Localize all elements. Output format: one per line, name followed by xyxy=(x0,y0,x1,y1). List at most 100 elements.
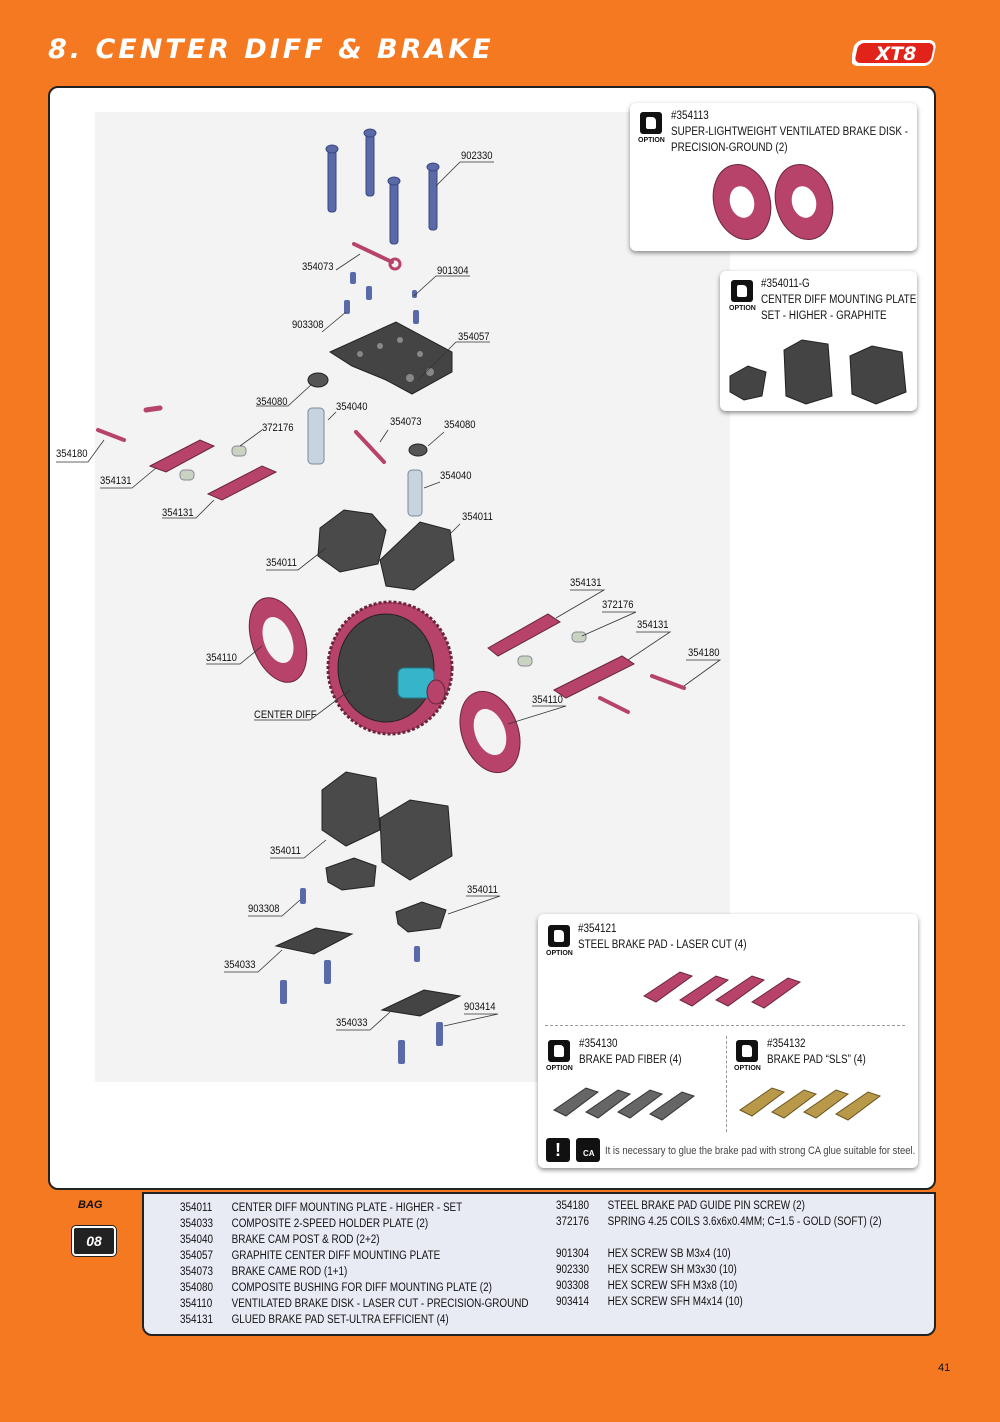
option-badge: OPTION xyxy=(638,137,665,144)
option-steel-pad-line1: STEEL BRAKE PAD - LASER CUT (4) xyxy=(578,939,747,951)
callout-903308-top: 903308 xyxy=(292,319,324,331)
parts-legend xyxy=(142,1192,936,1336)
callout-354011-upper-right: 354011 xyxy=(462,511,493,523)
option-steel-pad-code: #354121 xyxy=(578,923,617,935)
option-fiber-pad-line1: BRAKE PAD FIBER (4) xyxy=(579,1054,682,1066)
legend-part-description: HEX SCREW SFH M4x14 (10) xyxy=(607,1296,743,1308)
legend-part-code: 902330 xyxy=(556,1264,590,1276)
option-mount-plate-line1: CENTER DIFF MOUNTING PLATE xyxy=(761,294,917,306)
callout-354131-right-a: 354131 xyxy=(570,577,602,589)
warning-icon: ! xyxy=(546,1138,570,1162)
option-badge: OPTION xyxy=(729,305,756,312)
callout-354131-left-a: 354131 xyxy=(100,475,132,487)
callout-354040-top: 354040 xyxy=(336,401,368,413)
legend-part-code: 903308 xyxy=(556,1280,590,1292)
legend-part-description: HEX SCREW SB M3x4 (10) xyxy=(607,1248,731,1260)
option-badge: OPTION xyxy=(546,950,573,957)
legend-part-description: HEX SCREW SH M3x30 (10) xyxy=(607,1264,737,1276)
thumbs-up-icon xyxy=(640,112,662,134)
legend-part-description: VENTILATED BRAKE DISK - LASER CUT - PREC… xyxy=(231,1298,529,1310)
legend-part-description: COMPOSITE BUSHING FOR DIFF MOUNTING PLAT… xyxy=(231,1282,492,1294)
legend-part-code: 903414 xyxy=(556,1296,590,1308)
option-badge: OPTION xyxy=(546,1065,573,1072)
callout-372176-left: 372176 xyxy=(262,422,294,434)
legend-part-code: 354033 xyxy=(180,1218,214,1230)
callout-354110-right: 354110 xyxy=(532,694,563,706)
callout-372176-right: 372176 xyxy=(602,599,634,611)
pads-divider xyxy=(545,1025,905,1026)
mount-plate-illustration xyxy=(729,339,907,405)
callout-354180-left: 354180 xyxy=(56,448,88,460)
option-badge: OPTION xyxy=(734,1065,761,1072)
sls-pad-illustration xyxy=(739,1087,882,1121)
callout-903414: 903414 xyxy=(464,1001,496,1013)
callout-354033-right: 354033 xyxy=(336,1017,368,1029)
legend-part-code: 354131 xyxy=(180,1314,214,1326)
legend-part-code: 354057 xyxy=(180,1250,214,1262)
pads-vertical-divider xyxy=(726,1036,727,1132)
callout-354040-lower: 354040 xyxy=(440,470,472,482)
thumbs-up-icon xyxy=(736,1040,758,1062)
legend-part-code: 372176 xyxy=(556,1216,590,1228)
brake-disk-illustration xyxy=(712,164,834,240)
legend-part-description: COMPOSITE 2-SPEED HOLDER PLATE (2) xyxy=(231,1218,429,1230)
legend-part-description: SPRING 4.25 COILS 3.6x6x0.4MM; C=1.5 - G… xyxy=(607,1216,882,1228)
thumbs-up-icon xyxy=(731,280,753,302)
legend-part-description: STEEL BRAKE PAD GUIDE PIN SCREW (2) xyxy=(607,1200,805,1212)
callout-354011-upper-left: 354011 xyxy=(266,557,297,569)
legend-part-description: HEX SCREW SFH M3x8 (10) xyxy=(607,1280,738,1292)
legend-part-description: GLUED BRAKE PAD SET-ULTRA EFFICIENT (4) xyxy=(231,1314,449,1326)
steel-pad-illustration xyxy=(643,971,802,1009)
callout-903308-lower: 903308 xyxy=(248,903,280,915)
legend-part-description: BRAKE CAM POST & ROD (2+2) xyxy=(231,1234,380,1246)
ca-glue-icon: CA xyxy=(576,1138,600,1162)
thumbs-up-icon xyxy=(548,925,570,947)
page-title: 8. CENTER DIFF & BRAKE xyxy=(48,34,494,65)
callout-354080-right: 354080 xyxy=(444,419,476,431)
option-mount-plate-code: #354011-G xyxy=(761,278,810,290)
legend-part-code: 354080 xyxy=(180,1282,214,1294)
callout-center-diff: CENTER DIFF xyxy=(254,709,317,721)
legend-part-description: BRAKE CAME ROD (1+1) xyxy=(231,1266,348,1278)
legend-part-code: 901304 xyxy=(556,1248,590,1260)
option-sls-pad-code: #354132 xyxy=(767,1038,806,1050)
thumbs-up-icon xyxy=(548,1040,570,1062)
legend-part-code: 354073 xyxy=(180,1266,214,1278)
callout-354033-left: 354033 xyxy=(224,959,256,971)
callout-354080-left: 354080 xyxy=(256,396,288,408)
option-brake-disk-code: #354113 xyxy=(671,110,709,122)
callout-354011-lower-left: 354011 xyxy=(270,845,301,857)
callout-354057: 354057 xyxy=(458,331,490,343)
option-sls-pad-line1: BRAKE PAD “SLS” (4) xyxy=(767,1054,866,1066)
logo-text: XT8 xyxy=(875,43,917,65)
callout-354073-top: 354073 xyxy=(302,261,334,273)
legend-part-code: 354180 xyxy=(556,1200,590,1212)
page-number: 41 xyxy=(938,1362,951,1374)
legend-part-code: 354110 xyxy=(180,1298,213,1310)
legend-part-code: 354011 xyxy=(180,1202,213,1214)
legend-part-description: GRAPHITE CENTER DIFF MOUNTING PLATE xyxy=(231,1250,441,1262)
bag-panel xyxy=(48,1192,142,1336)
option-brake-disk-box xyxy=(630,103,917,251)
legend-part-code: 354040 xyxy=(180,1234,214,1246)
glue-warning-text: It is necessary to glue the brake pad wi… xyxy=(605,1145,916,1157)
callout-354131-left-b: 354131 xyxy=(162,507,194,519)
bag-number: 08 xyxy=(72,1226,116,1256)
callout-354180-right: 354180 xyxy=(688,647,720,659)
option-pads-box xyxy=(538,914,918,1168)
callout-354131-right-b: 354131 xyxy=(637,619,669,631)
callout-354073-mid: 354073 xyxy=(390,416,422,428)
callout-354011-lower-right: 354011 xyxy=(467,884,498,896)
option-fiber-pad-code: #354130 xyxy=(579,1038,618,1050)
legend-part-description: CENTER DIFF MOUNTING PLATE - HIGHER - SE… xyxy=(231,1202,463,1214)
xt8-logo: XT8 xyxy=(852,40,936,66)
callout-901304: 901304 xyxy=(437,265,469,277)
bag-label: BAG xyxy=(78,1199,103,1211)
ca-glue-label: CA xyxy=(583,1149,595,1158)
callout-354110-left: 354110 xyxy=(206,652,237,664)
fiber-pad-illustration xyxy=(553,1087,696,1121)
option-mount-plate-line2: SET - HIGHER - GRAPHITE xyxy=(761,310,887,322)
callout-902330-top: 902330 xyxy=(461,150,493,162)
